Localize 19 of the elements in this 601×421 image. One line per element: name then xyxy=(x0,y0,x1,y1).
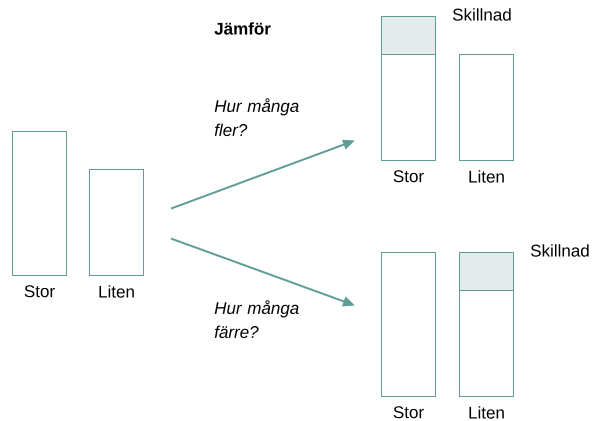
bar xyxy=(381,252,436,397)
bar-label: Liten xyxy=(99,285,134,298)
edge-label: Hur många färre? xyxy=(214,300,299,338)
bar-label: Liten xyxy=(469,406,504,419)
bar xyxy=(89,169,144,276)
bar xyxy=(12,131,67,276)
bar xyxy=(381,54,436,161)
heading: Jämför xyxy=(214,22,271,35)
bar-label: Stor xyxy=(394,170,424,182)
difference-box xyxy=(459,252,514,291)
bar xyxy=(459,290,514,397)
bar-label: Skillnad xyxy=(530,244,589,257)
bar xyxy=(459,54,514,161)
bar-label: Skillnad xyxy=(452,8,511,21)
edge-label: Hur många fler? xyxy=(214,98,299,136)
bar-label: Stor xyxy=(394,406,424,418)
difference-box xyxy=(381,16,436,55)
bar-label: Liten xyxy=(469,170,504,183)
bar-label: Stor xyxy=(24,285,55,298)
